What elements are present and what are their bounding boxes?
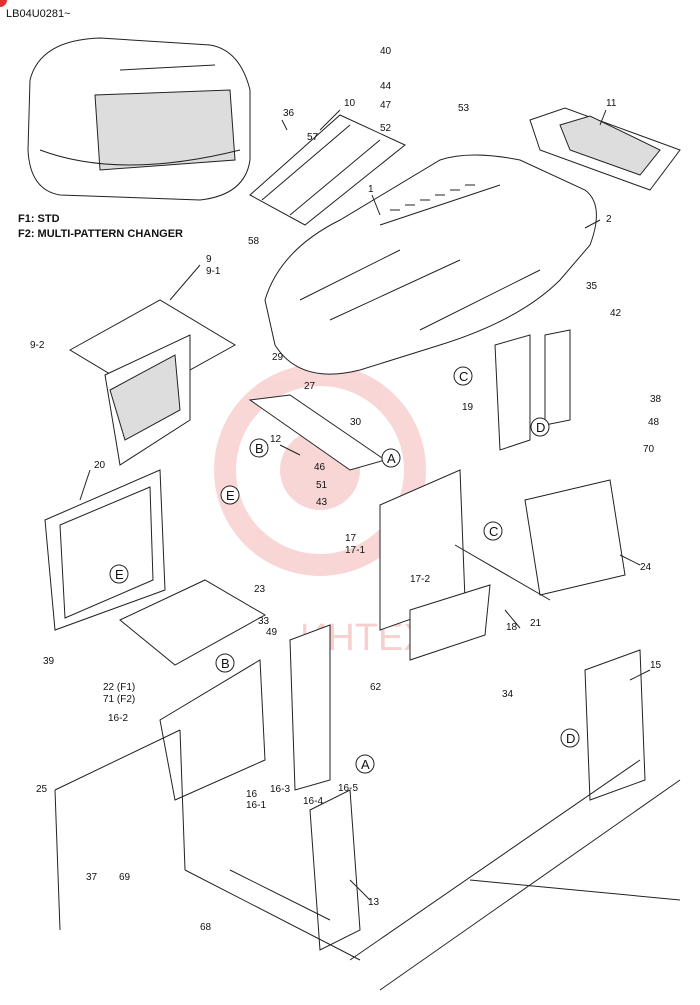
part-bracket-15	[584, 649, 646, 801]
diagram-reference-code: LB04U0281~	[6, 8, 71, 20]
label-35: 35	[586, 281, 598, 292]
label-71: 71 (F2)	[103, 694, 135, 705]
label-44: 44	[380, 81, 392, 92]
label-49: 49	[266, 627, 278, 638]
label-69: 69	[119, 872, 131, 883]
seat-illustration	[27, 37, 251, 201]
label-62: 62	[370, 682, 382, 693]
label-16-4: 16-4	[303, 796, 323, 807]
label-13: 13	[368, 897, 380, 908]
label-24: 24	[640, 562, 652, 573]
label-1: 1	[368, 184, 374, 195]
label-16: 16	[246, 789, 258, 800]
part-tray-9	[69, 299, 236, 466]
label-20: 20	[94, 460, 106, 471]
label-11: 11	[606, 98, 617, 109]
callout-a-2: A	[361, 757, 370, 772]
callout-c-2: C	[489, 524, 498, 539]
label-42: 42	[610, 308, 622, 319]
part-rail-10	[249, 114, 406, 226]
part-grille-11	[529, 107, 681, 191]
label-37: 37	[86, 872, 98, 883]
label-30: 30	[350, 417, 362, 428]
label-38: 38	[650, 394, 662, 405]
label-15: 15	[650, 660, 662, 671]
callout-e-2: E	[115, 567, 124, 582]
label-17: 17	[345, 533, 357, 544]
label-23: 23	[254, 584, 266, 595]
part-bracket-19	[494, 329, 571, 451]
label-68: 68	[200, 922, 212, 933]
label-16-5: 16-5	[338, 783, 358, 794]
callout-b-1: B	[255, 441, 264, 456]
label-39: 39	[43, 656, 55, 667]
corner-badge	[0, 0, 7, 7]
chassis-frame	[54, 729, 681, 991]
label-51: 51	[316, 480, 328, 491]
label-33: 33	[258, 616, 270, 627]
label-16-2: 16-2	[108, 713, 128, 724]
label-18: 18	[506, 622, 518, 633]
callout-d-2: D	[566, 731, 575, 746]
legend-f1: F1: STD	[18, 213, 60, 225]
label-9-1: 9-1	[206, 266, 221, 277]
label-16-1: 16-1	[246, 800, 266, 811]
label-36: 36	[283, 108, 295, 119]
label-9-2: 9-2	[30, 340, 45, 351]
label-17-1: 17-1	[345, 545, 365, 556]
label-29: 29	[272, 352, 284, 363]
label-25: 25	[36, 784, 48, 795]
label-19: 19	[462, 402, 474, 413]
label-40: 40	[380, 46, 392, 57]
label-58: 58	[248, 236, 260, 247]
callout-b-2: B	[221, 656, 230, 671]
callout-d-1: D	[536, 420, 545, 435]
part-column-13	[309, 789, 361, 951]
callout-e-1: E	[226, 488, 235, 503]
label-70: 70	[643, 444, 655, 455]
label-46: 46	[314, 462, 326, 473]
label-9: 9	[206, 254, 212, 265]
callouts: B B A A C C D D E E	[109, 366, 580, 774]
part-plate-22	[119, 579, 267, 666]
part-labels: 1 2 9 9-1 9-2 10 11 12 13 15 16 16-1 16-…	[30, 46, 662, 933]
label-34: 34	[502, 689, 514, 700]
label-57: 57	[307, 132, 319, 143]
label-53: 53	[458, 103, 470, 114]
label-22: 22 (F1)	[103, 682, 135, 693]
label-27: 27	[304, 381, 316, 392]
label-48: 48	[648, 417, 660, 428]
part-support-16	[159, 624, 331, 801]
legend-f2: F2: MULTI-PATTERN CHANGER	[18, 228, 183, 240]
label-2: 2	[606, 214, 612, 225]
label-16-3: 16-3	[270, 784, 290, 795]
label-17-2: 17-2	[410, 574, 430, 585]
callout-a-1: A	[387, 451, 396, 466]
label-43: 43	[316, 497, 328, 508]
part-panel-24	[524, 479, 626, 596]
label-47: 47	[380, 100, 392, 111]
part-plates-17-18-21	[379, 469, 551, 661]
label-10: 10	[344, 98, 356, 109]
label-21: 21	[530, 618, 542, 629]
part-frame-20	[44, 469, 166, 631]
label-52: 52	[380, 123, 392, 134]
leader-lines	[79, 109, 651, 901]
callout-c-1: C	[459, 369, 468, 384]
label-12: 12	[270, 434, 282, 445]
